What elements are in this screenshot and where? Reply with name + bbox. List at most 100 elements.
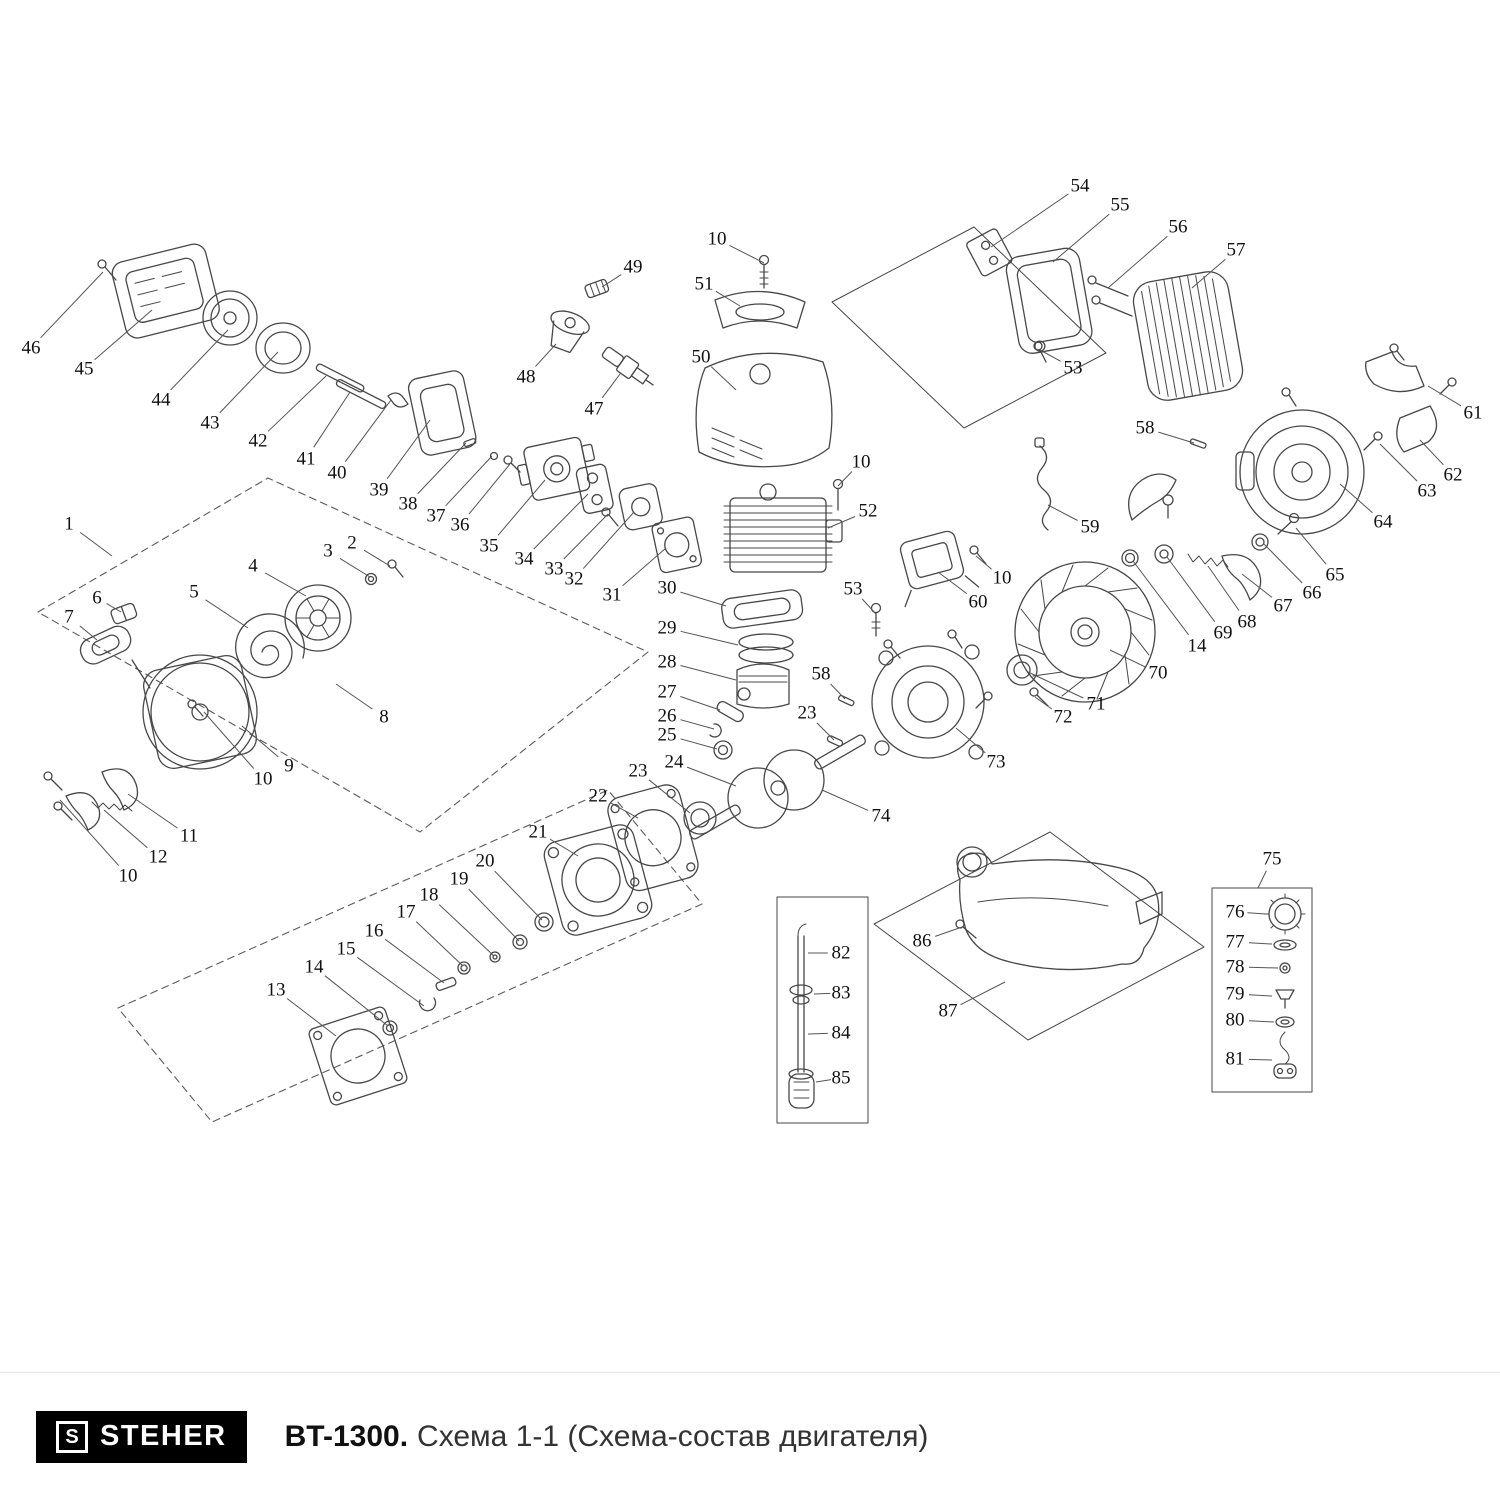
part-number-label: 10	[851, 451, 871, 473]
part-number-label: 81	[1225, 1048, 1245, 1070]
part-number-label: 46	[21, 337, 41, 359]
part-number-label: 52	[858, 500, 878, 522]
part-number-label: 2	[347, 532, 357, 554]
part-number-label: 25	[657, 724, 677, 746]
part-number-label: 60	[968, 591, 988, 613]
part-number-label: 82	[831, 942, 851, 964]
part-number-label: 1	[64, 513, 74, 535]
part-number-label: 10	[118, 865, 138, 887]
part-number-label: 23	[628, 760, 648, 782]
part-number-label: 10	[992, 567, 1012, 589]
part-number-label: 19	[449, 868, 469, 890]
part-number-label: 69	[1213, 622, 1233, 644]
part-number-label: 14	[304, 956, 324, 978]
part-number-label: 10	[253, 768, 273, 790]
part-number-label: 78	[1225, 956, 1245, 978]
part-number-label: 43	[200, 412, 220, 434]
part-number-label: 49	[623, 256, 643, 278]
part-number-label: 75	[1262, 848, 1282, 870]
part-number-label: 67	[1273, 595, 1293, 617]
part-number-label: 77	[1225, 931, 1245, 953]
part-number-label: 17	[396, 901, 416, 923]
part-number-label: 41	[296, 448, 316, 470]
part-number-label: 40	[327, 462, 347, 484]
part-number-label: 87	[938, 1000, 958, 1022]
part-number-label: 29	[657, 617, 677, 639]
part-number-label: 72	[1053, 706, 1073, 728]
part-number-label: 36	[450, 514, 470, 536]
part-number-label: 50	[691, 346, 711, 368]
part-number-label: 63	[1417, 480, 1437, 502]
part-number-label: 85	[831, 1067, 851, 1089]
part-number-label: 59	[1080, 516, 1100, 538]
part-number-label: 23	[797, 702, 817, 724]
part-number-label: 18	[419, 884, 439, 906]
footer: S STEHER BT-1300.Схема 1-1 (Схема-состав…	[0, 1372, 1500, 1500]
brand-name: STEHER	[100, 1420, 227, 1452]
part-number-label: 7	[64, 606, 74, 628]
part-number-label: 61	[1463, 402, 1483, 424]
part-number-label: 51	[694, 273, 714, 295]
part-number-label: 3	[323, 540, 333, 562]
part-number-label: 33	[544, 558, 564, 580]
part-number-label: 70	[1148, 662, 1168, 684]
part-number-label: 32	[564, 568, 584, 590]
part-number-label: 21	[528, 821, 548, 843]
part-number-label: 37	[426, 505, 446, 527]
part-number-label: 86	[912, 930, 932, 952]
part-number-label: 31	[602, 584, 622, 606]
part-number-label: 8	[379, 706, 389, 728]
part-number-label: 10	[707, 228, 727, 250]
part-number-label: 83	[831, 982, 851, 1004]
part-number-label: 5	[189, 581, 199, 603]
part-number-label: 57	[1226, 239, 1246, 261]
part-number-label: 79	[1225, 983, 1245, 1005]
part-number-label: 4	[248, 555, 258, 577]
part-number-label: 22	[588, 785, 608, 807]
part-number-label: 9	[284, 755, 294, 777]
part-number-label: 12	[148, 846, 168, 868]
model-number: BT-1300.	[284, 1419, 409, 1453]
part-number-label: 13	[266, 979, 286, 1001]
part-number-label: 66	[1302, 582, 1322, 604]
part-number-label: 30	[657, 577, 677, 599]
part-number-label: 58	[1135, 417, 1155, 439]
part-number-label: 71	[1086, 693, 1106, 715]
part-number-label: 20	[475, 850, 495, 872]
part-number-label: 15	[336, 938, 356, 960]
part-number-label: 48	[516, 366, 536, 388]
part-number-label: 44	[151, 389, 171, 411]
part-number-label: 74	[871, 805, 891, 827]
part-number-label: 24	[664, 751, 684, 773]
part-number-label: 53	[843, 578, 863, 600]
part-number-label: 76	[1225, 901, 1245, 923]
part-number-label: 35	[479, 535, 499, 557]
part-number-label: 27	[657, 681, 677, 703]
part-number-label: 39	[369, 479, 389, 501]
part-number-label: 45	[74, 358, 94, 380]
steher-logo-icon: S	[56, 1420, 88, 1453]
part-number-label: 62	[1443, 464, 1463, 486]
part-number-label: 73	[986, 751, 1006, 773]
part-number-label: 47	[584, 398, 604, 420]
part-number-label: 16	[364, 920, 384, 942]
logo-letter: S	[65, 1425, 79, 1448]
part-number-label: 34	[514, 548, 534, 570]
part-number-label: 28	[657, 651, 677, 673]
part-number-label: 55	[1110, 194, 1130, 216]
part-number-label: 84	[831, 1022, 851, 1044]
part-number-label: 11	[179, 825, 199, 847]
part-number-label: 38	[398, 493, 418, 515]
part-number-label: 6	[92, 587, 102, 609]
part-number-label: 42	[248, 430, 268, 452]
part-number-label: 53	[1063, 357, 1083, 379]
part-number-label: 26	[657, 705, 677, 727]
scheme-name: Схема 1-1 (Схема-состав двигателя)	[417, 1419, 929, 1453]
part-number-label: 80	[1225, 1009, 1245, 1031]
part-number-label: 56	[1168, 216, 1188, 238]
part-number-label: 54	[1070, 175, 1090, 197]
part-number-label: 14	[1187, 635, 1207, 657]
